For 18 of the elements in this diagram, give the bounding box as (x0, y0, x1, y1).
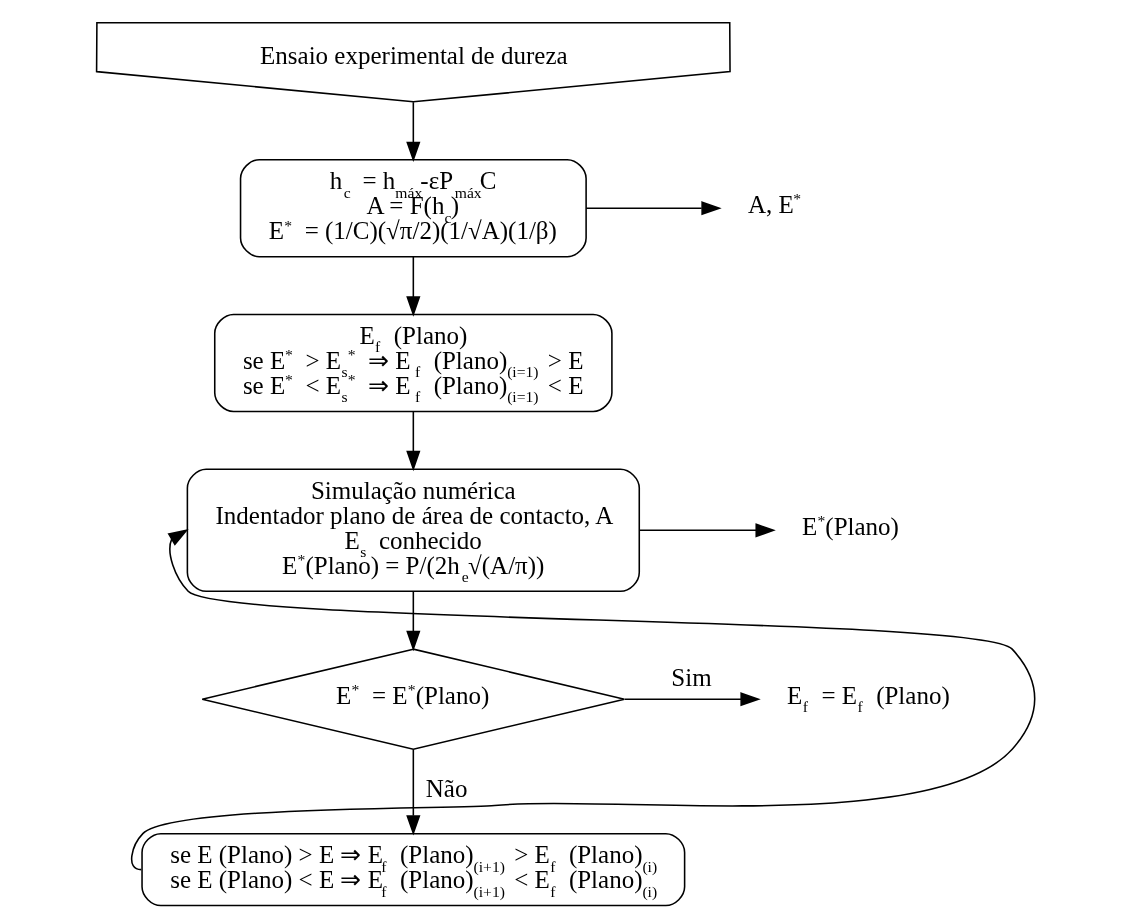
node-text: E$_{f}$ = E$_{f}$ (Plano) (786, 681, 950, 716)
edge-label: Não (425, 775, 467, 803)
arrow (405, 590, 420, 652)
node-box: se E (Plano) > E ⇒ E$_{f}$ (Plano)$_{(i+1)}$ > E$_{f}$ (Plano)$_{(i)}$ se E (Plano) < E ⇒ E$_{f}$ (Plano)$_{(i+1)}$ < E$_{f}$ (Plano)$_{(i)}$ (140, 832, 685, 907)
arrow (130, 529, 1035, 871)
arrow (584, 201, 722, 216)
arrow (623, 692, 761, 707)
node-box: Simulação numérica Indentador plano de área de contacto, A E$_{s}$ conhecido E$^{*}$(Plano) = P/(2h$_{e}$√(A/π)) (186, 468, 640, 593)
arrow (405, 748, 420, 836)
arrow (638, 523, 776, 538)
edge-label: Sim (670, 664, 712, 692)
node-diamond: E$^{*}$ = E$^{*}$(Plano) (200, 648, 625, 751)
arrow (405, 410, 420, 472)
node-box: E$_{f}$ (Plano) se E$^{*}$ > E$_{s}$$^{*}$ ⇒ E$_{f}$ (Plano)$_{(i=1)}$ > E se E$^{*}$ < E$_{s}$$^{*}$ ⇒ E$_{f}$ (Plano)$_{(i=1)}$ < E (213, 313, 613, 413)
node-text: E$^{*}$(Plano) (801, 512, 899, 540)
arrow (405, 256, 420, 317)
node-text: A, E$^{*}$ (747, 190, 801, 218)
arrow (405, 101, 420, 162)
